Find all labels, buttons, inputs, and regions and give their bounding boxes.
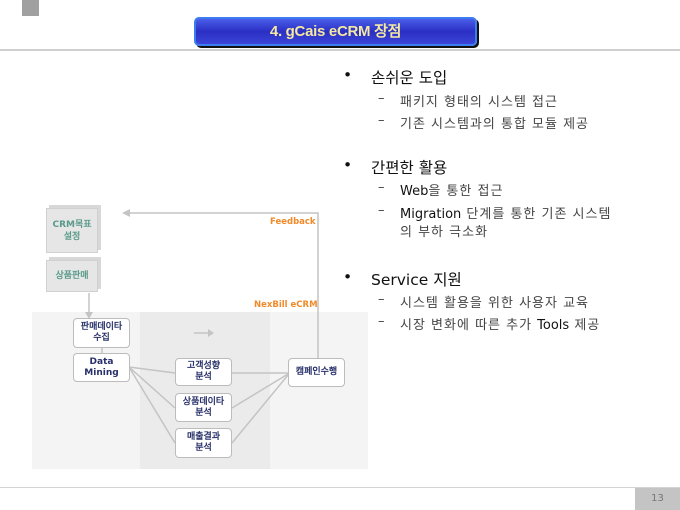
ecrm-flow-diagram: CRM목표 설정 상품판매 판매데이타 수집 Data Mining 고객성향 … bbox=[32, 200, 368, 469]
bullet-dot-icon: • bbox=[343, 156, 353, 174]
data-mining-box: Data Mining bbox=[73, 353, 130, 382]
sub-bold: Web bbox=[400, 184, 429, 199]
crm-goal-box: CRM목표 설정 bbox=[46, 208, 98, 253]
footer-divider bbox=[0, 487, 680, 488]
sub-text: 제공 bbox=[569, 318, 601, 333]
product-analysis-box: 상품데이타 분석 bbox=[175, 393, 232, 422]
sub-bold: Tools bbox=[537, 318, 570, 333]
bullet-dot-icon: • bbox=[343, 66, 353, 84]
bullet-label: Service 지원 bbox=[371, 271, 462, 289]
diagram-connectors bbox=[85, 209, 319, 444]
sales-box: 상품판매 bbox=[46, 260, 98, 292]
nexbill-label: NexBill eCRM bbox=[254, 300, 318, 310]
feedback-arrowhead-icon bbox=[122, 209, 130, 217]
page-number: 13 bbox=[635, 488, 680, 510]
right-arrowhead-icon bbox=[208, 329, 214, 337]
sub-text: 시장 변화에 따른 추가 bbox=[400, 318, 538, 333]
corner-marker bbox=[22, 0, 39, 16]
sub-text: 기존 시스템과의 통합 모듈 제공 bbox=[400, 117, 590, 132]
sub-bold: Migration bbox=[400, 207, 462, 222]
sub-text: 의 부하 극소화 bbox=[400, 225, 489, 240]
sub-text: 패키지 형태의 시스템 접근 bbox=[400, 95, 558, 110]
slide-title: 4. gCais eCRM 장점 bbox=[194, 17, 477, 46]
bullet-dot-icon: • bbox=[343, 268, 353, 286]
sub-text: 시스템 활용을 위한 사용자 교육 bbox=[400, 296, 590, 311]
collect-data-box: 판매데이타 수집 bbox=[73, 318, 130, 348]
feedback-line bbox=[124, 212, 319, 358]
sub-text: 을 통한 접근 bbox=[428, 184, 504, 199]
customer-analysis-box: 고객성향 분석 bbox=[175, 358, 232, 386]
revenue-analysis-box: 매출결과 분석 bbox=[175, 428, 232, 458]
header-divider bbox=[0, 49, 680, 51]
sub-text: 단계를 통한 기존 시스템 bbox=[461, 207, 612, 222]
bullet-label: 손쉬운 도입 bbox=[371, 69, 448, 87]
bullet-label: 간편한 활용 bbox=[371, 159, 448, 177]
down-arrowhead-icon bbox=[85, 312, 93, 319]
feedback-label: Feedback bbox=[270, 217, 316, 227]
campaign-box: 캠페인수행 bbox=[288, 358, 345, 387]
